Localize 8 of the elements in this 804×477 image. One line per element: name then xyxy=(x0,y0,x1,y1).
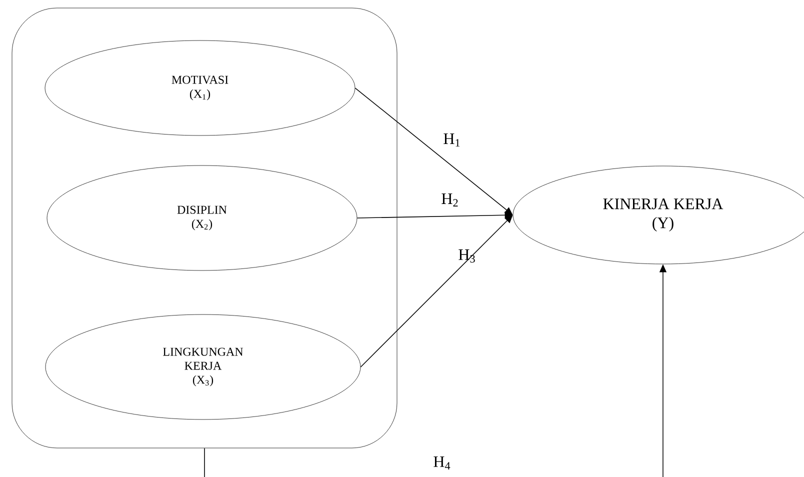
ellipse-node: LINGKUNGAN KERJA (X$_{3}$) xyxy=(45,314,361,420)
edge-label: H$_{1}$ xyxy=(444,133,460,147)
ellipse-node: MOTIVASI (X$_{1}$) xyxy=(44,40,356,136)
edge-label: H$_{2}$ xyxy=(442,193,458,207)
edge-label: H$_{3}$ xyxy=(458,249,475,263)
ellipse-node: DISIPLIN (X$_{2}$) xyxy=(46,165,358,271)
edge-label: H$_{4}$ xyxy=(434,456,450,470)
rounded-box xyxy=(12,8,398,448)
